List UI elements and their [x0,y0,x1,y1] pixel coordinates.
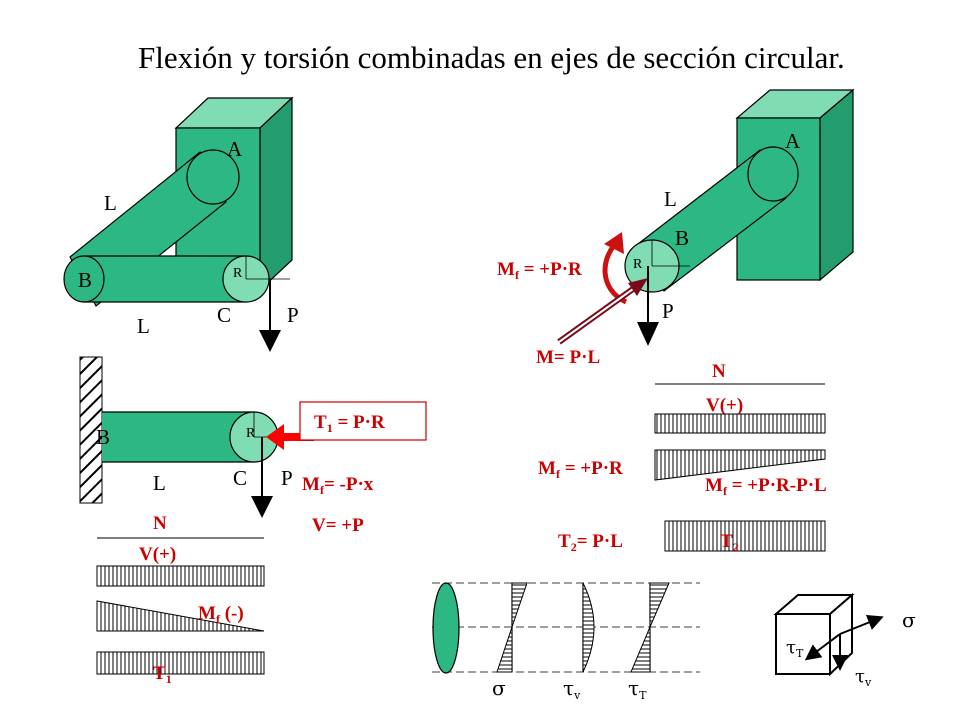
tau-t-distribution-top [649,582,670,628]
left-diagram-mf [96,600,265,632]
fig3-label-c: C [233,466,247,490]
left-internal-force-diagrams: N V(+) Mf (-) T1 [96,513,265,686]
fig3-cantilever: T1 = P·R B R L C P Mf= -P·x V= +P [79,356,427,536]
element-label-sigma: σ [902,608,916,632]
fig3-label-p: P [281,466,293,490]
element-label-tau-t: τT [786,637,804,660]
fig1-label-p: P [287,303,299,327]
fig1-load-arrowhead [259,330,281,352]
left-diagram-v-label: V(+) [139,544,176,565]
fig3-t1-box [299,401,427,441]
element-front [775,613,831,675]
right-diagram-t2-label: T2= P·L [558,531,623,554]
fig2-label-mf: Mf = +P·R [497,259,582,282]
tau-v-distribution [582,582,595,673]
right-diagram-t2 [664,520,826,552]
right-diagram-mf-left-label: Mf = +P·R [538,458,623,481]
label-tau-v: τv [563,676,581,702]
fig2-block-side [819,88,854,282]
right-internal-force-diagrams: N V(+) Mf = +P·R Mf = +P·R-P·L T2= P·L T… [538,361,827,554]
fig1-block-side [259,96,293,292]
fig2-label-l: L [664,187,677,211]
fig3-torque-arrowhead [266,424,284,450]
fig1-arm-end-a [186,149,240,205]
stress-element: σ τT τv [773,592,916,689]
label-tau-t: τT [628,676,647,702]
fig2-label-m: M= P·L [536,347,600,368]
fig3-label-t1: T1 = P·R [314,412,385,435]
fig1-label-a: A [227,137,243,161]
tau-t-distribution-bottom [630,626,651,673]
element-sigma-arrow [839,615,884,635]
stress-distributions: σ τv τT [432,582,700,702]
fig3-shaft [102,412,254,462]
fig3-label-v: V= +P [312,515,364,536]
fig2-torque-arrowhead [628,278,648,296]
right-diagram-mf [654,449,826,481]
fig1-label-l-top: L [104,191,117,215]
fig2-reduced-shaft: A L B R P Mf = +P·R M= P·L [497,88,855,368]
stress-cross-section [432,582,460,674]
fig3-label-l: L [153,471,166,495]
fig1-label-l-bottom: L [137,314,150,338]
left-diagram-n-label: N [153,513,167,534]
fig1-label-c: C [217,303,231,327]
element-label-tau-v: τv [855,666,872,689]
element-tau-t-arrow [804,633,841,661]
left-diagram-t-label: T1 [153,663,172,686]
fig1-elbow-b [63,255,105,303]
fig1-label-r: R [233,266,243,281]
fig2-moment-arrowhead [604,232,624,254]
fig3-load-arrowhead [251,496,273,518]
left-diagram-t [96,651,265,675]
right-diagram-mf-right-label: Mf = +P·R-P·L [705,475,827,498]
right-diagram-v-label: V(+) [706,395,743,416]
fig3-label-b: B [96,425,110,449]
fig2-arm-end-a [747,146,799,202]
fig1-arm-bc [84,256,246,302]
fig2-label-r: R [633,257,643,272]
fig1-shaft-assembly: A L B R L C P [63,96,299,352]
right-diagram-t-label: T2 [720,531,739,554]
fig2-label-b: B [675,226,689,250]
fig3-label-mf: Mf= -P·x [302,474,374,497]
page-title: Flexión y torsión combinadas en ejes de … [138,40,845,75]
left-diagram-mf-label: Mf (-) [198,603,244,626]
sigma-distribution-top [511,582,528,628]
right-diagram-v [654,413,826,434]
fig2-load-arrowhead [637,322,659,346]
sigma-distribution-bottom [496,626,513,673]
fig2-label-a: A [785,129,801,153]
label-sigma: σ [492,676,506,700]
fig1-label-b: B [78,268,92,292]
fig3-label-r: R [246,426,256,441]
left-diagram-v [96,565,265,587]
right-diagram-n-label: N [712,361,726,382]
fig2-label-p: P [662,299,674,323]
